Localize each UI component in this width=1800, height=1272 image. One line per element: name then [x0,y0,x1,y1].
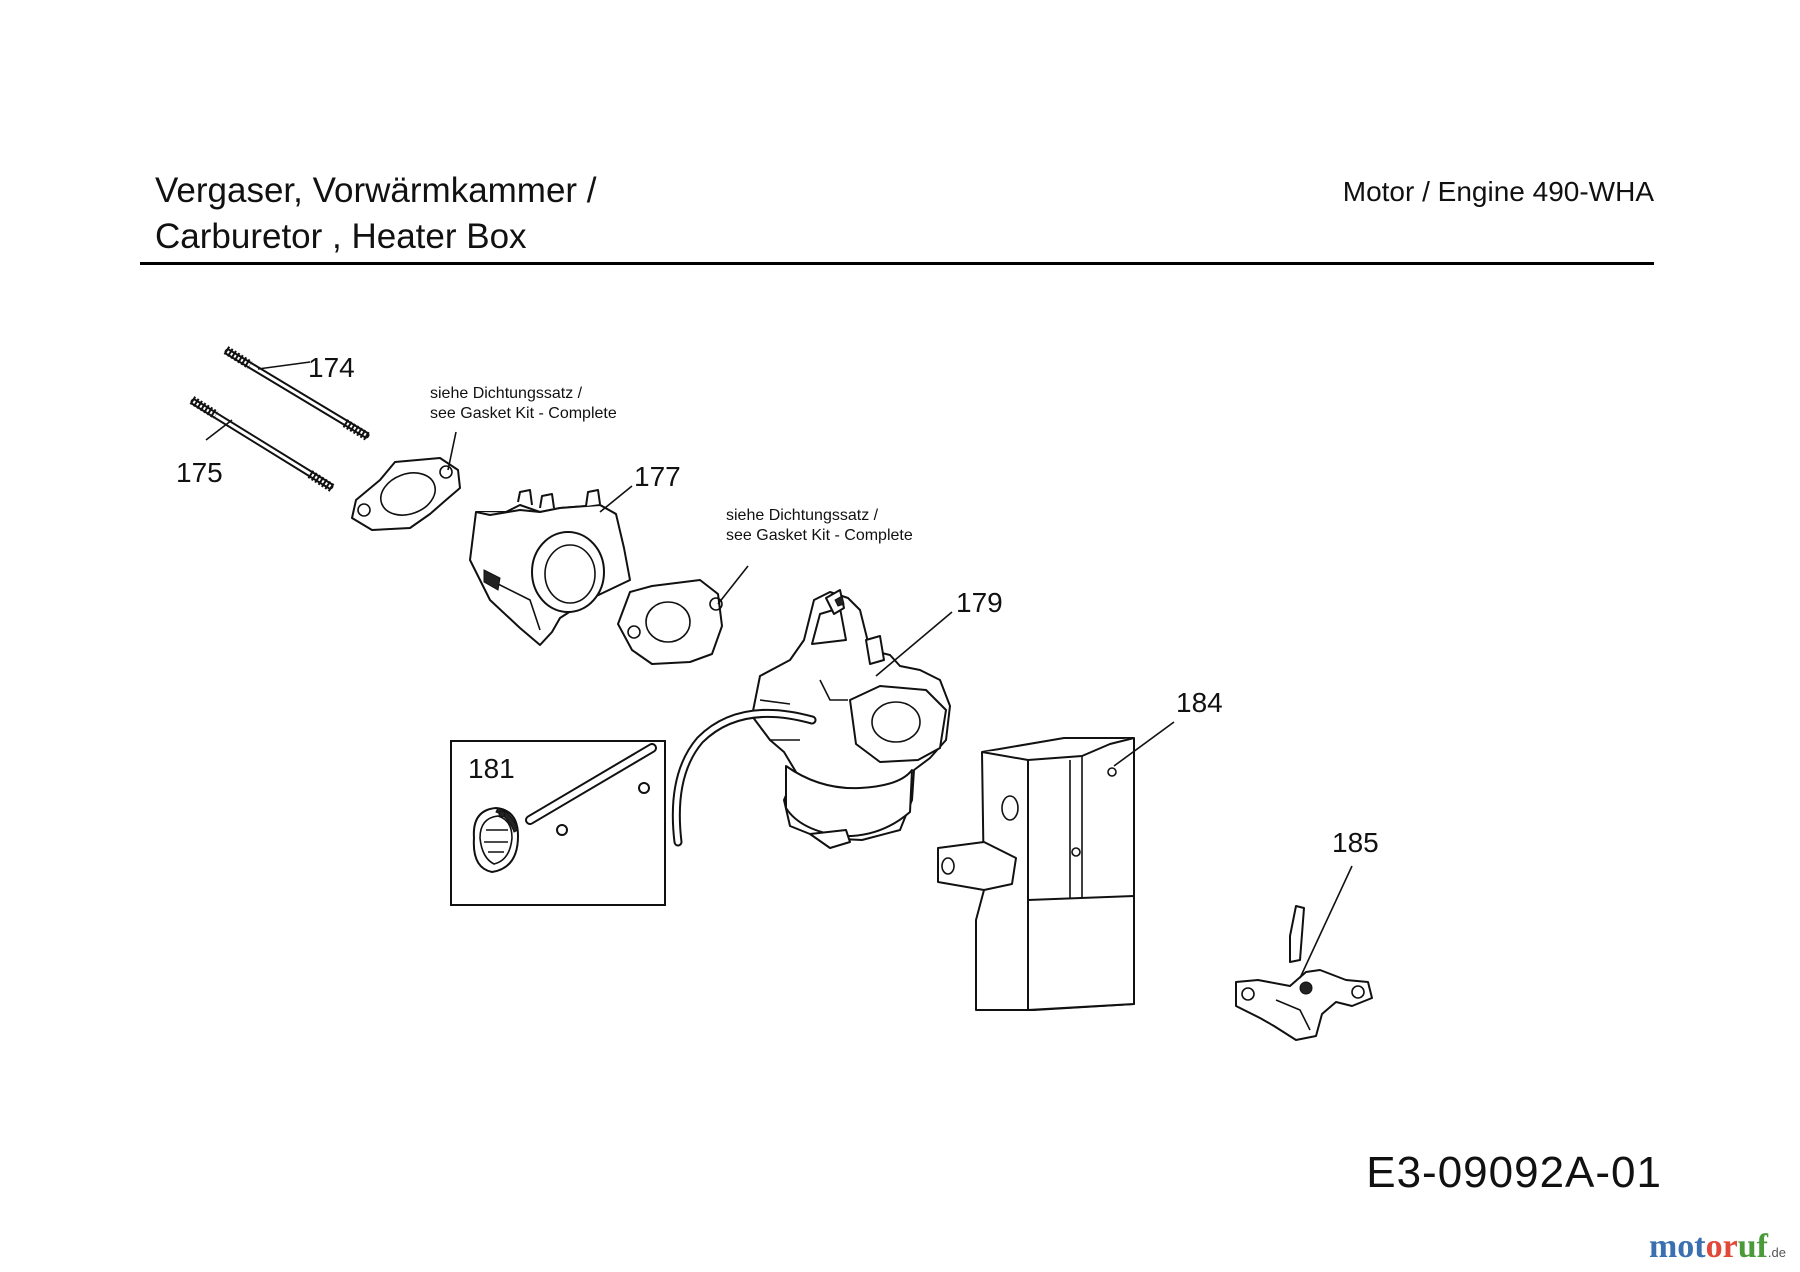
part-179-carburetor[interactable] [751,589,951,849]
part-174-stud[interactable] [223,346,371,441]
gasket-note-1-de: siehe Dichtungssatz / [430,385,583,402]
motoruf-logo[interactable]: motoruf.de [1649,1228,1786,1266]
part-184-shield[interactable] [937,737,1135,1011]
part-185-fuel-valve[interactable] [1235,905,1373,1041]
callout-175[interactable]: 175 [176,457,223,488]
header-divider [140,262,1654,265]
logo-part-2: or [1705,1228,1738,1265]
gasket-insulator[interactable] [351,457,461,531]
leader-185 [1299,865,1353,979]
gasket-note-2-en: see Gasket Kit - Complete [726,527,913,544]
leader-184 [1113,721,1175,767]
logo-part-3: uf [1737,1228,1768,1265]
part-175-stud[interactable] [189,396,335,492]
leader-174 [257,361,311,370]
callout-179[interactable]: 179 [956,587,1003,618]
leader-179 [875,611,953,677]
leader-gasket-2 [717,565,749,605]
leader-gasket-1 [447,431,457,471]
part-177-heater-box[interactable] [469,489,631,646]
leader-177 [599,485,633,513]
drawing-code: E3-09092A-01 [1366,1148,1662,1197]
callout-177[interactable]: 177 [634,461,681,492]
gasket-note-1-en: see Gasket Kit - Complete [430,405,617,422]
callout-184[interactable]: 184 [1176,687,1223,718]
logo-tld: .de [1767,1245,1786,1260]
callout-185[interactable]: 185 [1332,827,1379,858]
engine-model: Motor / Engine 490-WHA [1342,176,1654,207]
gasket-carburetor[interactable] [617,579,723,665]
callout-181[interactable]: 181 [468,753,515,784]
diagram-title-en: Carburetor , Heater Box [155,217,527,256]
callout-174[interactable]: 174 [308,352,355,383]
leader-175 [205,419,233,441]
gasket-note-2-de: siehe Dichtungssatz / [726,507,879,524]
logo-part-1: mot [1648,1228,1706,1265]
diagram-title-de: Vergaser, Vorwärmkammer / [155,171,597,210]
part-181-kit-box[interactable] [450,740,666,906]
